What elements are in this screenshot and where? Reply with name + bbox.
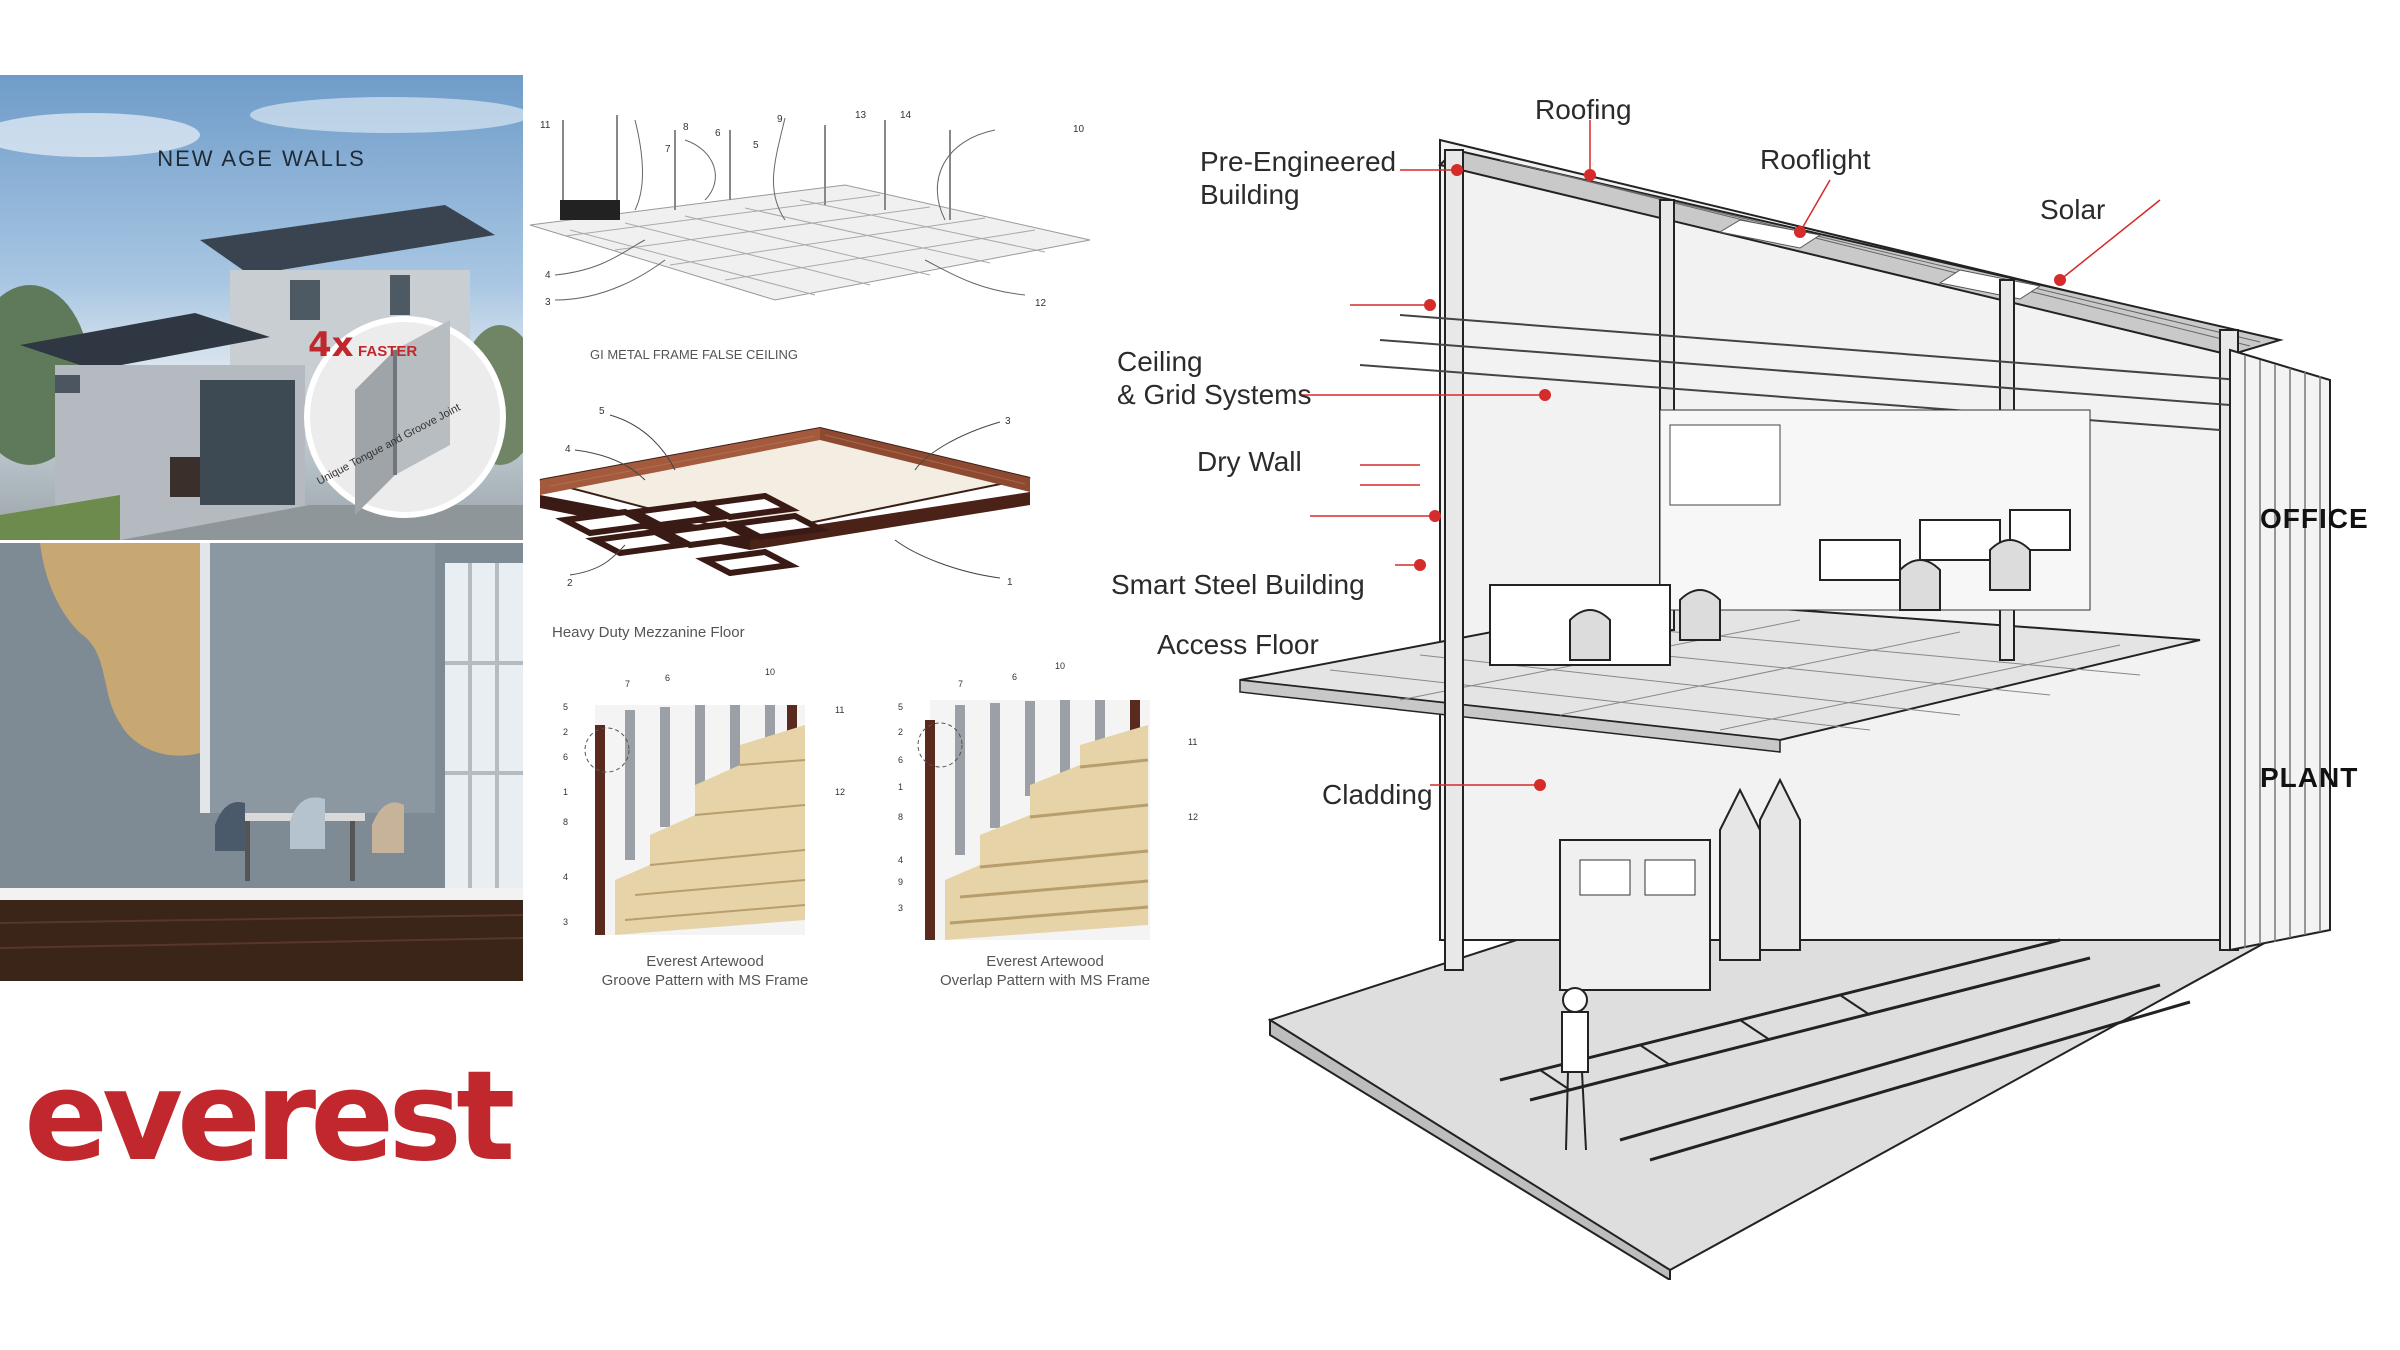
svg-text:12: 12 — [835, 787, 845, 797]
new-age-walls-photo: NEW AGE WALLS 4x FASTER Unique Tongue an… — [0, 75, 523, 540]
callout-solar: Solar — [2040, 194, 2106, 225]
callout-dry-wall: Dry Wall — [1197, 446, 1302, 477]
svg-text:2: 2 — [898, 727, 903, 737]
callout-cladding: Cladding — [1322, 779, 1433, 810]
mezzanine-floor-drawing: 5 4 2 3 1 — [539, 406, 1031, 589]
ceiling-part-number: 5 — [753, 140, 759, 151]
walls-title: NEW AGE WALLS — [157, 146, 366, 171]
mezzanine-part-number: 5 — [599, 406, 605, 417]
svg-text:4: 4 — [898, 855, 903, 865]
callout-grid-systems: & Grid Systems — [1117, 379, 1312, 410]
ceiling-part-number: 6 — [715, 128, 721, 139]
groove-caption-line2: Groove Pattern with MS Frame — [601, 972, 809, 989]
svg-text:6: 6 — [563, 752, 568, 762]
mezzanine-part-number: 4 — [565, 444, 571, 455]
ceiling-part-number: 4 — [545, 270, 551, 281]
svg-text:8: 8 — [898, 812, 903, 822]
badge-number: 4x — [308, 325, 354, 365]
ceiling-part-number: 10 — [1073, 124, 1085, 135]
svg-text:11: 11 — [1188, 737, 1197, 747]
svg-text:7: 7 — [625, 679, 630, 689]
callout-ceiling: Ceiling — [1117, 346, 1203, 377]
callout-building: Building — [1200, 179, 1300, 210]
zone-office: OFFICE — [2260, 503, 2369, 534]
groove-caption-line1: Everest Artewood — [646, 953, 764, 970]
overlap-caption: Everest Artewood Overlap Pattern with MS… — [915, 952, 1175, 990]
svg-text:12: 12 — [1188, 812, 1198, 822]
artewood-overlap-drawing: 5 2 6 1 8 4 9 3 7 6 10 11 12 — [898, 661, 1198, 940]
ceiling-part-number: 14 — [900, 110, 912, 121]
false-ceiling-drawing: 11 8 7 6 5 9 13 14 10 4 3 12 — [529, 110, 1091, 309]
interior-room-photo — [0, 543, 523, 981]
svg-text:5: 5 — [898, 702, 903, 712]
ceiling-part-number: 3 — [545, 297, 551, 308]
badge-text: FASTER — [358, 343, 418, 360]
svg-text:10: 10 — [765, 667, 775, 677]
mezzanine-part-number: 2 — [567, 578, 573, 589]
building-cutaway-drawing — [1239, 120, 2331, 1280]
room-illustration — [0, 543, 523, 981]
svg-text:1: 1 — [898, 782, 903, 792]
svg-text:11: 11 — [835, 705, 844, 715]
svg-text:5: 5 — [563, 702, 568, 712]
svg-text:8: 8 — [563, 817, 568, 827]
ceiling-part-number: 8 — [683, 122, 689, 133]
artewood-groove-drawing: 5 2 6 1 8 4 3 7 6 10 11 12 — [563, 667, 845, 935]
callout-rooflight: Rooflight — [1760, 144, 1871, 175]
zone-plant: PLANT — [2260, 762, 2359, 793]
ceiling-part-number: 11 — [540, 120, 551, 131]
callout-roofing: Roofing — [1535, 94, 1632, 125]
groove-caption: Everest Artewood Groove Pattern with MS … — [580, 952, 830, 990]
svg-text:6: 6 — [665, 673, 670, 683]
svg-text:7: 7 — [958, 679, 963, 689]
ceiling-part-number: 13 — [855, 110, 867, 121]
mezzanine-caption: Heavy Duty Mezzanine Floor — [552, 624, 745, 641]
callout-access-floor: Access Floor — [1157, 629, 1319, 660]
overlap-caption-line1: Everest Artewood — [986, 953, 1104, 970]
callout-pre-engineered: Pre-Engineered — [1200, 146, 1397, 177]
svg-text:1: 1 — [563, 787, 568, 797]
ceiling-part-number: 12 — [1035, 298, 1047, 309]
svg-text:2: 2 — [563, 727, 568, 737]
faster-badge: 4x FASTER — [308, 325, 417, 365]
svg-text:10: 10 — [1055, 661, 1065, 671]
mezzanine-part-number: 3 — [1005, 416, 1011, 427]
everest-logo: everest — [24, 1045, 515, 1189]
svg-text:6: 6 — [1012, 672, 1017, 682]
svg-text:6: 6 — [898, 755, 903, 765]
ceiling-part-number: 7 — [665, 144, 671, 155]
callout-smart-steel: Smart Steel Building — [1111, 569, 1365, 600]
mezzanine-part-number: 1 — [1007, 577, 1013, 588]
svg-text:3: 3 — [563, 917, 568, 927]
false-ceiling-caption: GI METAL FRAME FALSE CEILING — [590, 347, 799, 362]
svg-text:9: 9 — [898, 877, 903, 887]
overlap-caption-line2: Overlap Pattern with MS Frame — [939, 972, 1151, 989]
svg-text:3: 3 — [898, 903, 903, 913]
house-illustration — [0, 97, 523, 540]
svg-text:4: 4 — [563, 872, 568, 882]
ceiling-part-number: 9 — [777, 114, 783, 125]
